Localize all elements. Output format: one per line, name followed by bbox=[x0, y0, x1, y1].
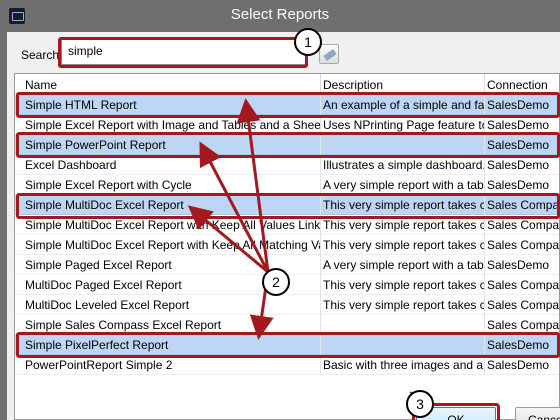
row-connection: SalesDemo bbox=[487, 138, 550, 152]
row-name: Excel Dashboard bbox=[25, 158, 117, 172]
title-bar: Select Reports bbox=[0, 0, 560, 32]
table-row[interactable]: Simple HTML Report An example of a simple… bbox=[15, 95, 559, 115]
row-name: Simple Excel Report with Cycle bbox=[25, 178, 192, 192]
row-description: This very simple report takes c bbox=[323, 298, 484, 312]
grid-line bbox=[320, 135, 321, 155]
grid-line bbox=[320, 315, 321, 335]
row-connection: Sales Compass bbox=[487, 218, 560, 232]
arrow-to-multidoc-report bbox=[187, 205, 269, 274]
grid-line bbox=[320, 95, 321, 115]
column-header-description[interactable]: Description bbox=[323, 78, 384, 92]
grid-line bbox=[484, 235, 485, 255]
app-icon bbox=[9, 8, 25, 24]
row-connection: Sales Compass bbox=[487, 298, 560, 312]
row-connection: Sales Compass bbox=[487, 238, 560, 252]
reports-list[interactable]: Name Description Connection Simple HTML … bbox=[14, 73, 560, 420]
list-rows: Simple HTML Report An example of a simple… bbox=[15, 95, 560, 375]
row-description: This very simple report takes c bbox=[323, 198, 484, 212]
grid-line bbox=[320, 115, 321, 135]
row-name: Simple PowerPoint Report bbox=[25, 138, 166, 152]
grid-line bbox=[484, 335, 485, 355]
row-connection: SalesDemo bbox=[487, 338, 550, 352]
row-description: This very simple report takes c bbox=[323, 278, 484, 292]
grid-line bbox=[320, 215, 321, 235]
grid-line bbox=[484, 135, 485, 155]
column-divider[interactable] bbox=[484, 74, 485, 94]
grid-line bbox=[484, 195, 485, 215]
grid-line bbox=[484, 355, 485, 375]
row-name: Simple Sales Compass Excel Report bbox=[25, 318, 222, 332]
row-connection: SalesDemo bbox=[487, 358, 550, 372]
row-connection: SalesDemo bbox=[487, 158, 550, 172]
row-description: This very simple report takes c bbox=[323, 218, 484, 232]
grid-line bbox=[320, 155, 321, 175]
grid-line bbox=[484, 155, 485, 175]
callout-1: 1 bbox=[294, 28, 322, 56]
table-row[interactable]: MultiDoc Leveled Excel Report This very s… bbox=[15, 295, 560, 315]
column-divider[interactable] bbox=[320, 74, 321, 94]
row-description: An example of a simple and fa bbox=[323, 98, 484, 112]
grid-line bbox=[320, 355, 321, 375]
row-connection: SalesDemo bbox=[487, 118, 550, 132]
table-row[interactable]: Simple PowerPoint Report SalesDemo bbox=[15, 135, 559, 155]
row-connection: SalesDemo bbox=[487, 258, 550, 272]
row-connection: Sales Compass bbox=[487, 318, 560, 332]
row-name: MultiDoc Paged Excel Report bbox=[25, 278, 182, 292]
row-connection: SalesDemo bbox=[487, 178, 550, 192]
table-row[interactable]: Simple MultiDoc Excel Report with Keep A… bbox=[15, 235, 560, 255]
row-name: Simple MultiDoc Excel Report bbox=[25, 198, 184, 212]
table-row[interactable]: Simple MultiDoc Excel Report This very si… bbox=[15, 195, 560, 215]
grid-line bbox=[484, 115, 485, 135]
clear-search-button[interactable] bbox=[319, 44, 339, 64]
grid-line bbox=[320, 235, 321, 255]
grid-line bbox=[320, 295, 321, 315]
row-name: MultiDoc Leveled Excel Report bbox=[25, 298, 190, 312]
row-name: Simple MultiDoc Excel Report with Keep A… bbox=[25, 238, 320, 252]
column-header-connection[interactable]: Connection bbox=[487, 78, 548, 92]
row-description: Illustrates a simple dashboard. bbox=[323, 158, 484, 172]
grid-line bbox=[320, 195, 321, 215]
grid-line bbox=[484, 175, 485, 195]
table-row[interactable]: MultiDoc Paged Excel Report This very sim… bbox=[15, 275, 560, 295]
row-description: Basic with three images and an bbox=[323, 358, 484, 372]
row-description: A very simple report with a tab bbox=[323, 258, 484, 272]
grid-line bbox=[484, 275, 485, 295]
grid-line bbox=[320, 335, 321, 355]
row-name: PowerPointReport Simple 2 bbox=[25, 358, 173, 372]
grid-line bbox=[320, 175, 321, 195]
row-name: Simple HTML Report bbox=[25, 98, 137, 112]
grid-line bbox=[320, 255, 321, 275]
row-name: Simple PixelPerfect Report bbox=[25, 338, 169, 352]
row-description: A very simple report with a tab bbox=[323, 178, 484, 192]
callout-2: 2 bbox=[262, 268, 290, 296]
column-header-name[interactable]: Name bbox=[25, 78, 58, 92]
arrow-to-powerpoint-report bbox=[199, 141, 270, 273]
grid-line bbox=[484, 255, 485, 275]
row-connection: Sales Compass bbox=[487, 198, 560, 212]
table-row[interactable]: PowerPointReport Simple 2 Basic with thre… bbox=[15, 355, 559, 375]
cancel-button[interactable]: Cancel bbox=[515, 407, 560, 420]
callout-3: 3 bbox=[406, 390, 434, 418]
table-row[interactable]: Simple MultiDoc Excel Report with Keep A… bbox=[15, 215, 560, 235]
table-row[interactable]: Simple PixelPerfect Report SalesDemo bbox=[15, 335, 559, 355]
arrow-to-html-report bbox=[236, 98, 270, 273]
grid-line bbox=[484, 215, 485, 235]
search-label: Search bbox=[21, 48, 60, 62]
row-connection: Sales Compass bbox=[487, 278, 560, 292]
row-description: Uses NPrinting Page feature to bbox=[323, 118, 484, 132]
search-input[interactable]: simple bbox=[61, 39, 306, 65]
grid-line bbox=[484, 95, 485, 115]
window-title: Select Reports bbox=[230, 6, 330, 23]
row-description: This very simple report takes c bbox=[323, 238, 484, 252]
grid-line bbox=[484, 295, 485, 315]
row-name: Simple Paged Excel Report bbox=[25, 258, 172, 272]
table-row[interactable]: Excel Dashboard Illustrates a simple dash… bbox=[15, 155, 559, 175]
grid-line bbox=[484, 315, 485, 335]
grid-line bbox=[320, 275, 321, 295]
row-connection: SalesDemo bbox=[487, 98, 550, 112]
